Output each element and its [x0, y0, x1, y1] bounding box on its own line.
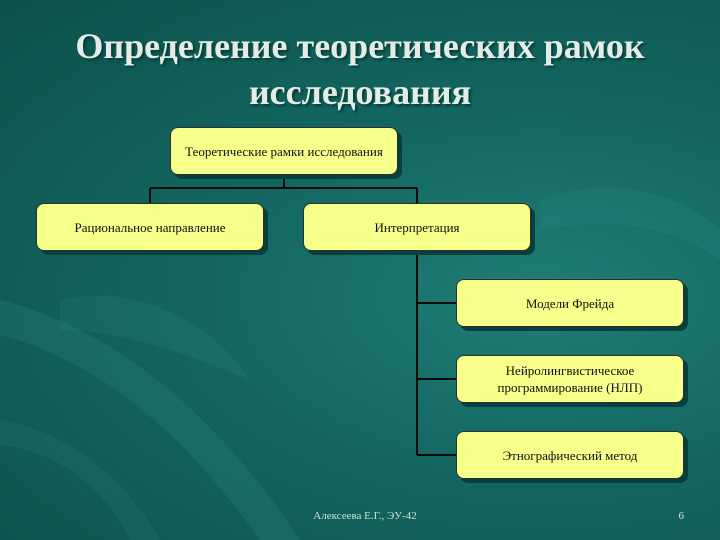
slide-title-line-1: Определение теоретических рамок [75, 26, 645, 66]
node-nlp: Нейролингвистическое программирование (Н… [456, 355, 684, 403]
page-number: 6 [678, 510, 685, 522]
node-label: Этнографический метод [502, 447, 638, 463]
node-freud-models: Модели Фрейда [456, 279, 684, 327]
node-label: Модели Фрейда [525, 295, 615, 311]
node-rational-approach: Рациональное направление [36, 203, 264, 251]
node-label: Рациональное направление [74, 219, 226, 235]
node-ethnographic-method: Этнографический метод [456, 431, 684, 479]
node-label: Интерпретация [374, 219, 460, 235]
node-theoretical-framework: Теоретические рамки исследования [170, 127, 398, 175]
slide-title-line-2: исследования [248, 72, 472, 112]
node-label: Теоретические рамки исследования [185, 143, 383, 159]
node-label: Нейролингвистическое программирование (Н… [497, 363, 643, 395]
node-interpretation: Интерпретация [303, 203, 531, 251]
footer-author: Алексеева Е.Г., ЭУ-42 [313, 510, 417, 522]
